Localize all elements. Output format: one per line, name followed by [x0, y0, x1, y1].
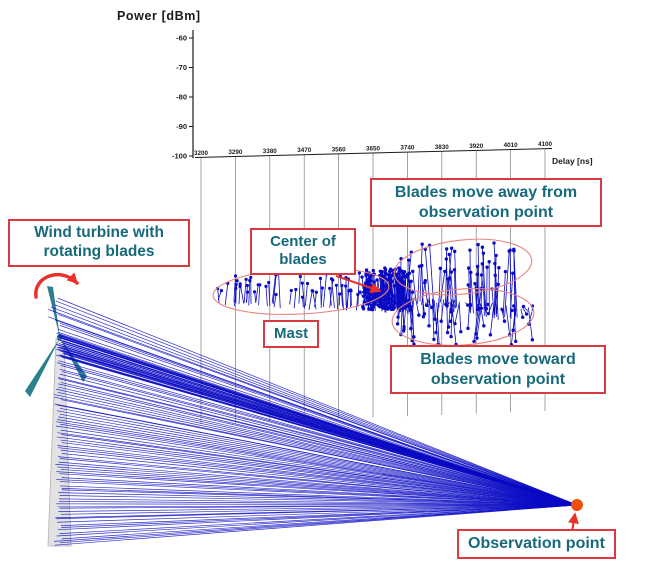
callout-center-of-blades: Center of blades [250, 228, 356, 275]
stem-cluster-blades-away [397, 241, 518, 321]
delay-tick-label: 3290 [228, 149, 243, 156]
power-axis: -60 -70 -80 -90 -100 [172, 30, 194, 160]
power-tick-label: -80 [176, 92, 187, 101]
power-tick-label: -70 [176, 63, 187, 72]
delay-tick-label: 3650 [366, 146, 381, 153]
turbine-blade [25, 338, 60, 397]
power-axis-label: Power [dBm] [117, 9, 201, 23]
turbine-tower [47, 337, 72, 547]
callout-mast: Mast [263, 320, 320, 349]
delay-tick-label: 3560 [332, 146, 347, 153]
delay-tick-label: 4100 [538, 141, 553, 148]
delay-tick-labels: 3200 3290 3380 3470 3560 3650 3740 3830 3920 4010… [194, 141, 553, 157]
power-tick-label: -60 [176, 33, 187, 42]
delay-tick-label: 3470 [297, 147, 312, 154]
delay-axis-label: Delay [ns] [552, 156, 593, 166]
delay-tick-label: 4010 [504, 142, 519, 149]
delay-tick-label: 3740 [400, 145, 415, 152]
callout-wind-turbine: Wind turbine with rotating blades [8, 219, 190, 267]
observation-point-dot [571, 499, 583, 511]
turbine-blade [47, 286, 60, 338]
delay-tick-label: 3380 [263, 148, 278, 155]
cluster-ellipse [393, 238, 533, 296]
stem-cluster-blades-toward [395, 293, 535, 347]
cluster-ellipse [391, 288, 535, 346]
callout-blades-move-toward: Blades move toward observation point [390, 345, 606, 395]
center-of-blades-arrow [335, 275, 382, 294]
power-tick-label: -90 [176, 122, 187, 131]
delay-tick-label: 3920 [469, 143, 484, 150]
rotation-arrow [34, 272, 79, 299]
callout-observation-point: Observation point [457, 529, 616, 559]
callout-blades-move-away: Blades move away from observation point [370, 178, 602, 228]
power-tick-label: -100 [172, 151, 187, 160]
delay-tick-label: 3200 [194, 150, 209, 157]
delay-tick-label: 3830 [435, 144, 450, 151]
delay-axis-line [194, 148, 553, 158]
propagation-rays [48, 297, 578, 546]
